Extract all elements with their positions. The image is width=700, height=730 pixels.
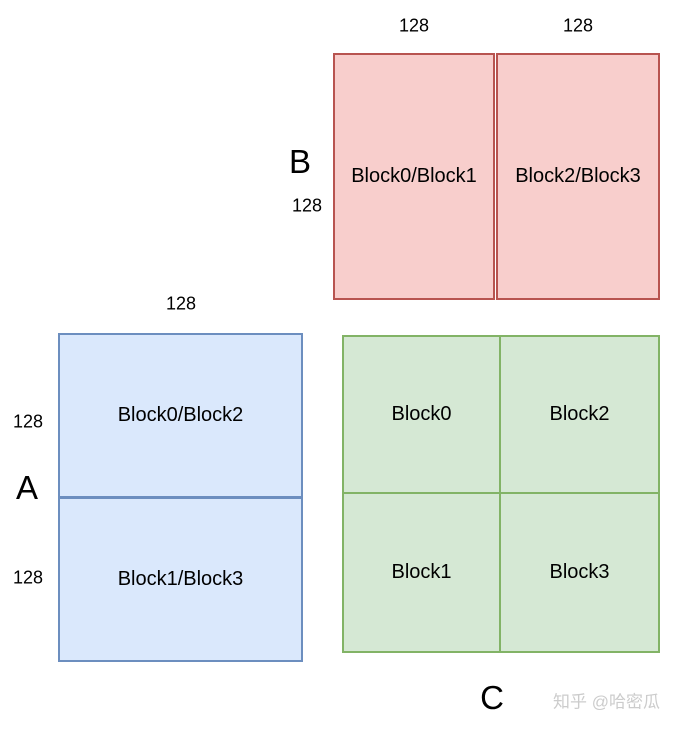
matrix-a-row-dim-0: 128: [12, 411, 44, 432]
matrix-b-row-dim: 128: [291, 195, 323, 216]
matrix-c-block-2: Block2: [501, 337, 658, 494]
matrix-b-label: B: [288, 143, 312, 180]
matrix-a-col-dim: 128: [165, 293, 197, 314]
matrix-c-label: C: [480, 679, 504, 716]
zhihu-watermark: 知乎 @哈密瓜: [553, 692, 660, 712]
matrix-c-block-3: Block3: [549, 561, 610, 583]
matrix-a-block-bottom: Block1/Block3: [117, 568, 244, 590]
matrix-c-block-0: Block0: [344, 337, 501, 494]
matrix-a-row-dim-1: 128: [12, 567, 44, 588]
matrix-a: Block0/Block2 Block1/Block3: [58, 333, 303, 662]
matrix-b-col-dim-0: 128: [398, 15, 430, 36]
matrix-b-block-left: Block0/Block1: [333, 53, 495, 300]
matrix-a-label: A: [15, 469, 39, 506]
matrix-c-block-1: Block1: [344, 494, 501, 651]
matrix-a-block-top: Block0/Block2: [60, 335, 301, 499]
matrix-b-block-right: Block2/Block3: [496, 53, 660, 300]
matrix-c: Block0 Block2 Block1 Block3: [342, 335, 660, 653]
matrix-b-col-dim-1: 128: [562, 15, 594, 36]
